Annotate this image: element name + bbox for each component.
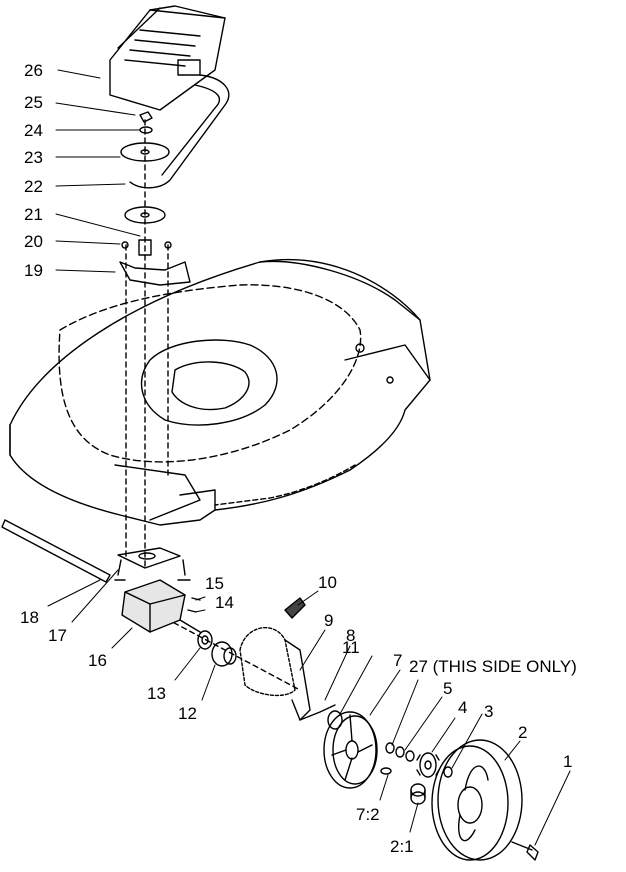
callout-18: 18 <box>20 608 39 627</box>
callout-1: 1 <box>563 752 572 771</box>
wheel-2 <box>431 739 523 861</box>
callout-17: 17 <box>48 626 67 645</box>
axle-rod <box>1 519 111 583</box>
screw-left <box>114 559 126 581</box>
bushing-8 <box>327 710 343 730</box>
callout-11: 11 <box>342 638 360 657</box>
callout-26: 26 <box>24 61 43 80</box>
pin-15 <box>191 597 201 601</box>
axle-guide <box>149 609 301 691</box>
washer-7-2 <box>380 767 392 775</box>
callout-20: 20 <box>24 232 43 251</box>
callout-2-1: 2:1 <box>390 837 414 856</box>
spacer-2-1 <box>410 783 426 805</box>
callout-7-2: 7:2 <box>356 805 380 824</box>
bolt-left <box>121 241 129 249</box>
plate-17 <box>117 547 181 569</box>
transmission-16 <box>121 579 186 633</box>
callout-14: 14 <box>215 593 234 612</box>
callout-19: 19 <box>24 261 43 280</box>
callout-21: 21 <box>24 205 43 224</box>
callout-15: 15 <box>205 574 224 593</box>
callout-8: 8 <box>346 626 355 645</box>
callout-23: 23 <box>24 148 43 167</box>
bracket-19 <box>119 261 191 286</box>
height-adjuster <box>239 627 336 721</box>
bearing-13 <box>197 630 213 650</box>
drive-belt-inner <box>161 84 221 176</box>
mower-deck <box>9 258 431 526</box>
callout-12: 12 <box>178 704 197 723</box>
washer-24 <box>139 126 153 134</box>
callout-labels: 26 25 24 23 22 21 20 19 18 17 16 15 14 1… <box>20 61 577 856</box>
plate-hole <box>138 552 156 560</box>
callout-24: 24 <box>24 121 43 140</box>
callout-5: 5 <box>443 679 452 698</box>
drive-shaft <box>179 619 201 633</box>
callout-13: 13 <box>147 684 166 703</box>
leader-lines <box>47 69 571 846</box>
pinion-gear-4 <box>416 752 440 778</box>
callout-2: 2 <box>518 723 527 742</box>
callout-10: 10 <box>318 573 337 592</box>
drive-belt <box>129 74 230 189</box>
washer-3 <box>443 766 453 778</box>
callout-27: 27 (THIS SIDE ONLY) <box>409 657 577 676</box>
callout-7: 7 <box>393 651 402 670</box>
screw-right <box>177 559 191 581</box>
washer-27 <box>385 742 395 754</box>
washer-5b <box>405 750 415 762</box>
callout-16: 16 <box>88 651 107 670</box>
nut-25 <box>139 111 153 123</box>
callout-25: 25 <box>24 93 43 112</box>
callout-4: 4 <box>458 698 467 717</box>
inner-wheel-7 <box>323 711 378 789</box>
washer-5 <box>395 746 405 758</box>
gear-12 <box>211 641 237 667</box>
knob-10 <box>284 597 306 619</box>
engine-cover <box>109 5 226 111</box>
callout-22: 22 <box>24 177 43 196</box>
callout-9: 9 <box>324 611 333 630</box>
bolt-1 <box>511 841 539 861</box>
callout-3: 3 <box>484 702 493 721</box>
